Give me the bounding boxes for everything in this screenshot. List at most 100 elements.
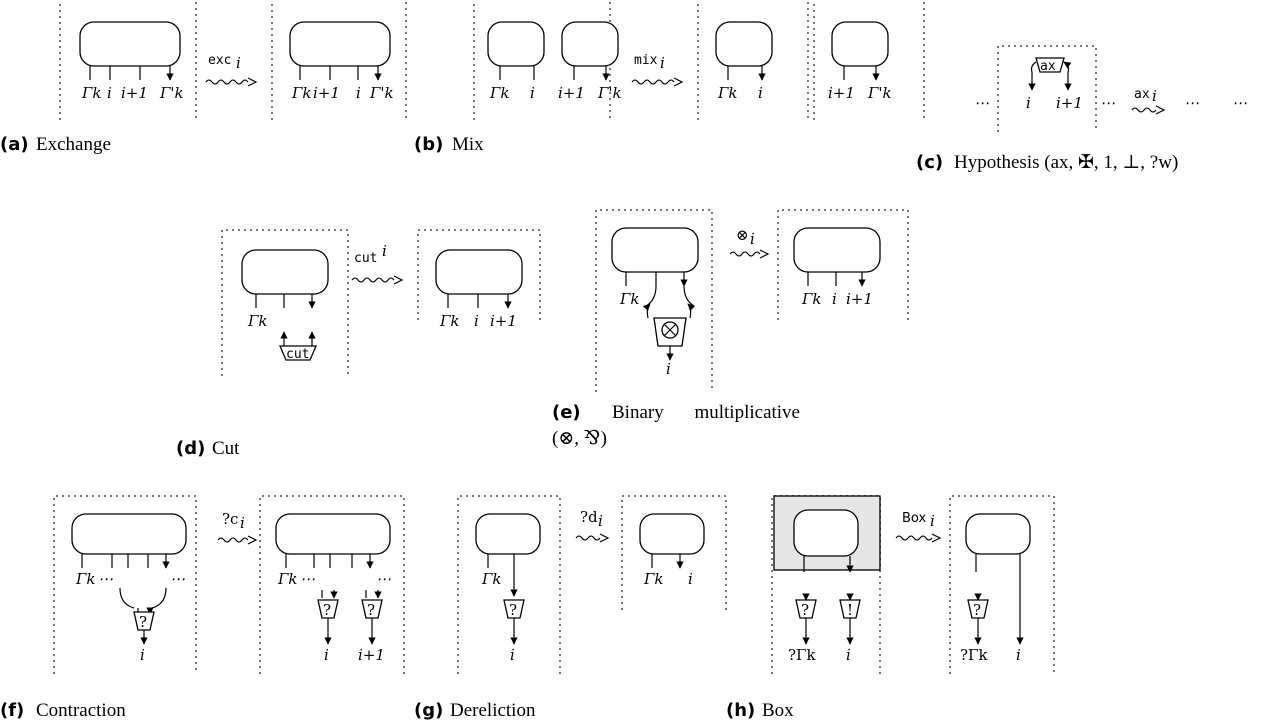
net-box xyxy=(475,513,541,555)
wire-label-why-gamma: ?Γk xyxy=(960,646,988,664)
why-node xyxy=(317,599,339,619)
rewrite-arrow xyxy=(1131,107,1157,113)
wire-label-dots: ⋯ xyxy=(376,570,391,588)
wire-label-i1: i+1 xyxy=(1056,94,1083,112)
net-box xyxy=(561,21,619,67)
wire-label-i: i xyxy=(846,646,851,664)
wire-label-i: i xyxy=(1016,646,1021,664)
wire-label-gamma: Γk xyxy=(291,84,312,102)
wire-label-gamma: Γk xyxy=(643,570,664,588)
caption-text-2: (⊗, ⅋) xyxy=(552,428,607,449)
node-label-bang: ! xyxy=(847,601,853,619)
why-node xyxy=(503,599,525,619)
wire-label-dots: ⋯ xyxy=(170,570,185,588)
wire-label-why-gamma: ?Γk xyxy=(788,646,816,664)
wire-label-gamma: Γk xyxy=(81,84,102,102)
caption-tag: (a) xyxy=(0,134,29,155)
wire-label-i: i xyxy=(832,290,837,308)
caption-tag: (g) xyxy=(414,700,443,721)
rewrite-arrow xyxy=(575,535,601,541)
caption-text: Dereliction xyxy=(450,700,536,721)
node-label-why: ? xyxy=(367,601,375,619)
caption-text: Box xyxy=(762,700,794,721)
wire-label-gamma: Γk xyxy=(277,570,298,588)
caption-text: Cut xyxy=(212,438,240,459)
wire-label-i1: i+1 xyxy=(121,84,148,102)
net-box xyxy=(79,21,181,67)
node-label-why: ? xyxy=(509,601,517,619)
wire-label-i: i xyxy=(107,84,112,102)
rewrite-arrow xyxy=(351,277,395,283)
wire-label-i: i xyxy=(530,84,535,102)
panel-dereliction: Γk ? i ?d i Γk i (g) Dereliction xyxy=(414,495,727,721)
wire-label-gamma: Γk xyxy=(439,312,460,330)
cut-node xyxy=(279,345,317,361)
panel-mix: Γk i i+1 Γ'k mix i Γk i i+1 Γ'k (b) Mix xyxy=(414,2,925,155)
net-box xyxy=(793,227,881,273)
caption-tag: (h) xyxy=(726,700,755,721)
panel-cut: Γk cut cut i Γk i i+1 (d) Cut xyxy=(176,229,541,459)
arrow-label-contraction: ?c xyxy=(222,510,238,528)
wire-label-gamma: Γk xyxy=(481,570,502,588)
ax-node xyxy=(1035,57,1065,73)
node-label-why: ? xyxy=(973,601,981,619)
panel-exchange: Γk i i+1 Γ'k exc i Γk i+1 i Γ'k (a) Exch… xyxy=(0,2,407,155)
node-label-why: ? xyxy=(139,613,147,631)
wire-label-gamma: Γk xyxy=(717,84,738,102)
arrow-sub: i xyxy=(236,54,241,72)
wire-label-i1: i+1 xyxy=(846,290,873,308)
wire-label-dots: ⋯ xyxy=(1232,94,1247,112)
caption-tag: (c) xyxy=(916,152,943,173)
net-box xyxy=(241,249,329,295)
net-box xyxy=(275,513,391,555)
caption-tag: (d) xyxy=(176,438,205,459)
arrow-sub: i xyxy=(750,230,755,248)
net-box xyxy=(71,513,187,555)
net-box xyxy=(611,227,699,273)
rewrite-arrow xyxy=(895,535,933,541)
arrow-label-cut: cut xyxy=(354,251,377,266)
wire-label-dots: ⋯ xyxy=(1100,94,1115,112)
net-box xyxy=(639,513,705,555)
wire-label-i: i xyxy=(666,360,671,378)
arrow-sup: i xyxy=(382,242,387,260)
wire-label-gamma-prime: Γ'k xyxy=(369,84,394,102)
caption-text: Binary multiplicative xyxy=(612,402,800,423)
wire-label-gamma: Γk xyxy=(489,84,510,102)
wire-label-i1: i+1 xyxy=(558,84,585,102)
net-box xyxy=(831,21,889,67)
wire-label-gamma-prime: Γ'k xyxy=(159,84,184,102)
arrow-sub: i xyxy=(598,512,603,530)
why-node xyxy=(133,611,155,631)
bang-node xyxy=(839,599,861,619)
arrow-label-dereliction: ?d xyxy=(580,508,598,526)
net-box xyxy=(435,249,523,295)
wire-label-i: i xyxy=(1026,94,1031,112)
wire-label-i1: i+1 xyxy=(358,646,385,664)
why-node xyxy=(795,599,817,619)
wire-label-gamma: Γk xyxy=(247,312,268,330)
wire-label-dots: ⋯ xyxy=(1184,94,1199,112)
rewrite-arrow xyxy=(205,79,249,85)
wire-label-i1: i+1 xyxy=(313,84,340,102)
wire-label-i: i xyxy=(474,312,479,330)
wire-label-i: i xyxy=(140,646,145,664)
arrow-sub: i xyxy=(930,512,935,530)
arrow-sub: i xyxy=(660,54,665,72)
arrow-label-ax: ax xyxy=(1134,87,1150,102)
rewrite-arrow xyxy=(631,79,675,85)
rewrite-arrow xyxy=(217,537,249,543)
node-label-ax: ax xyxy=(1040,59,1056,74)
wire-label-i1: i+1 xyxy=(828,84,855,102)
wire-label-dots: ⋯ xyxy=(300,570,315,588)
net-box xyxy=(289,21,391,67)
net-box xyxy=(715,21,773,67)
why-node xyxy=(967,599,989,619)
node-label-cut: cut xyxy=(286,347,309,362)
caption-tag: (b) xyxy=(414,134,443,155)
wire-label-gamma: Γk xyxy=(619,290,640,308)
arrow-label-box: Box xyxy=(902,511,926,526)
wire-label-dots: ⋯ xyxy=(98,570,113,588)
wire-label-gamma: Γk xyxy=(801,290,822,308)
panel-contraction: Γk ⋯ ⋯ ? i ?c i Γk ⋯ ⋯ ? i ? i+1 (f) Con… xyxy=(0,495,405,721)
